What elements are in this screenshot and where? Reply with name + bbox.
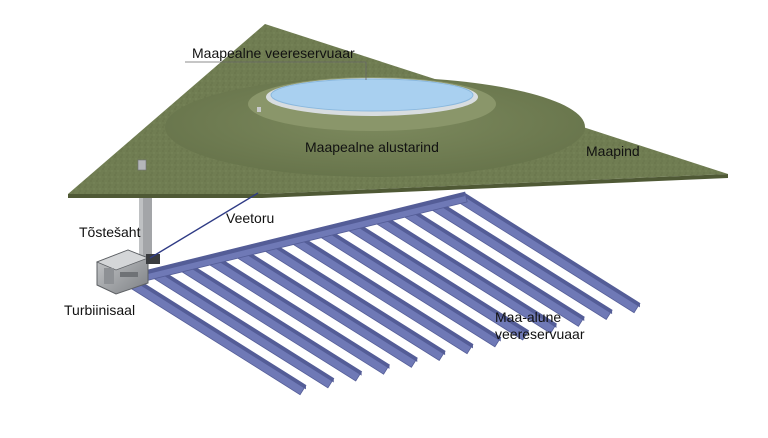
- tunnel-5-side: [242, 248, 418, 363]
- surface-reservoir-water: [270, 78, 474, 112]
- tunnel-2-side: [158, 268, 334, 383]
- tunnel-collector-side: [122, 192, 465, 281]
- ground-surface: [68, 24, 728, 198]
- tunnel-11-side: [409, 207, 585, 322]
- underground-reservoir-label-line1: Maa-alune: [495, 309, 561, 325]
- tunnel-9-side: [353, 220, 529, 335]
- water-pipe: [149, 192, 259, 259]
- tunnel-6-side: [270, 241, 446, 356]
- tunnel-8-side: [325, 227, 501, 342]
- tunnel-4-side: [214, 254, 390, 369]
- turbine-hall: [95, 249, 160, 295]
- tunnel-1-side: [130, 275, 306, 390]
- underground-reservoir-label-line2: veereservuaar: [495, 326, 585, 342]
- tunnel-13-side: [464, 193, 640, 308]
- surface-base-label: Maapealne alustarind: [305, 139, 439, 155]
- surface-reservoir-label: Maapealne veereservuaar: [192, 45, 355, 61]
- tunnel-12-side: [437, 200, 613, 315]
- shaft-head-icon: [137, 159, 147, 171]
- ground-label: Maapind: [586, 143, 640, 159]
- tunnel-7-side: [297, 234, 473, 349]
- water-pipe-label: Veetoru: [226, 210, 274, 226]
- tunnel-3-side: [186, 261, 362, 376]
- turbine-hall-label: Turbiinisaal: [64, 302, 135, 318]
- underground-reservoir-tunnels: [122, 191, 641, 396]
- shaft-label: Tõstešaht: [79, 224, 141, 240]
- tunnel-10-side: [381, 213, 557, 328]
- lift-shaft: [139, 188, 152, 258]
